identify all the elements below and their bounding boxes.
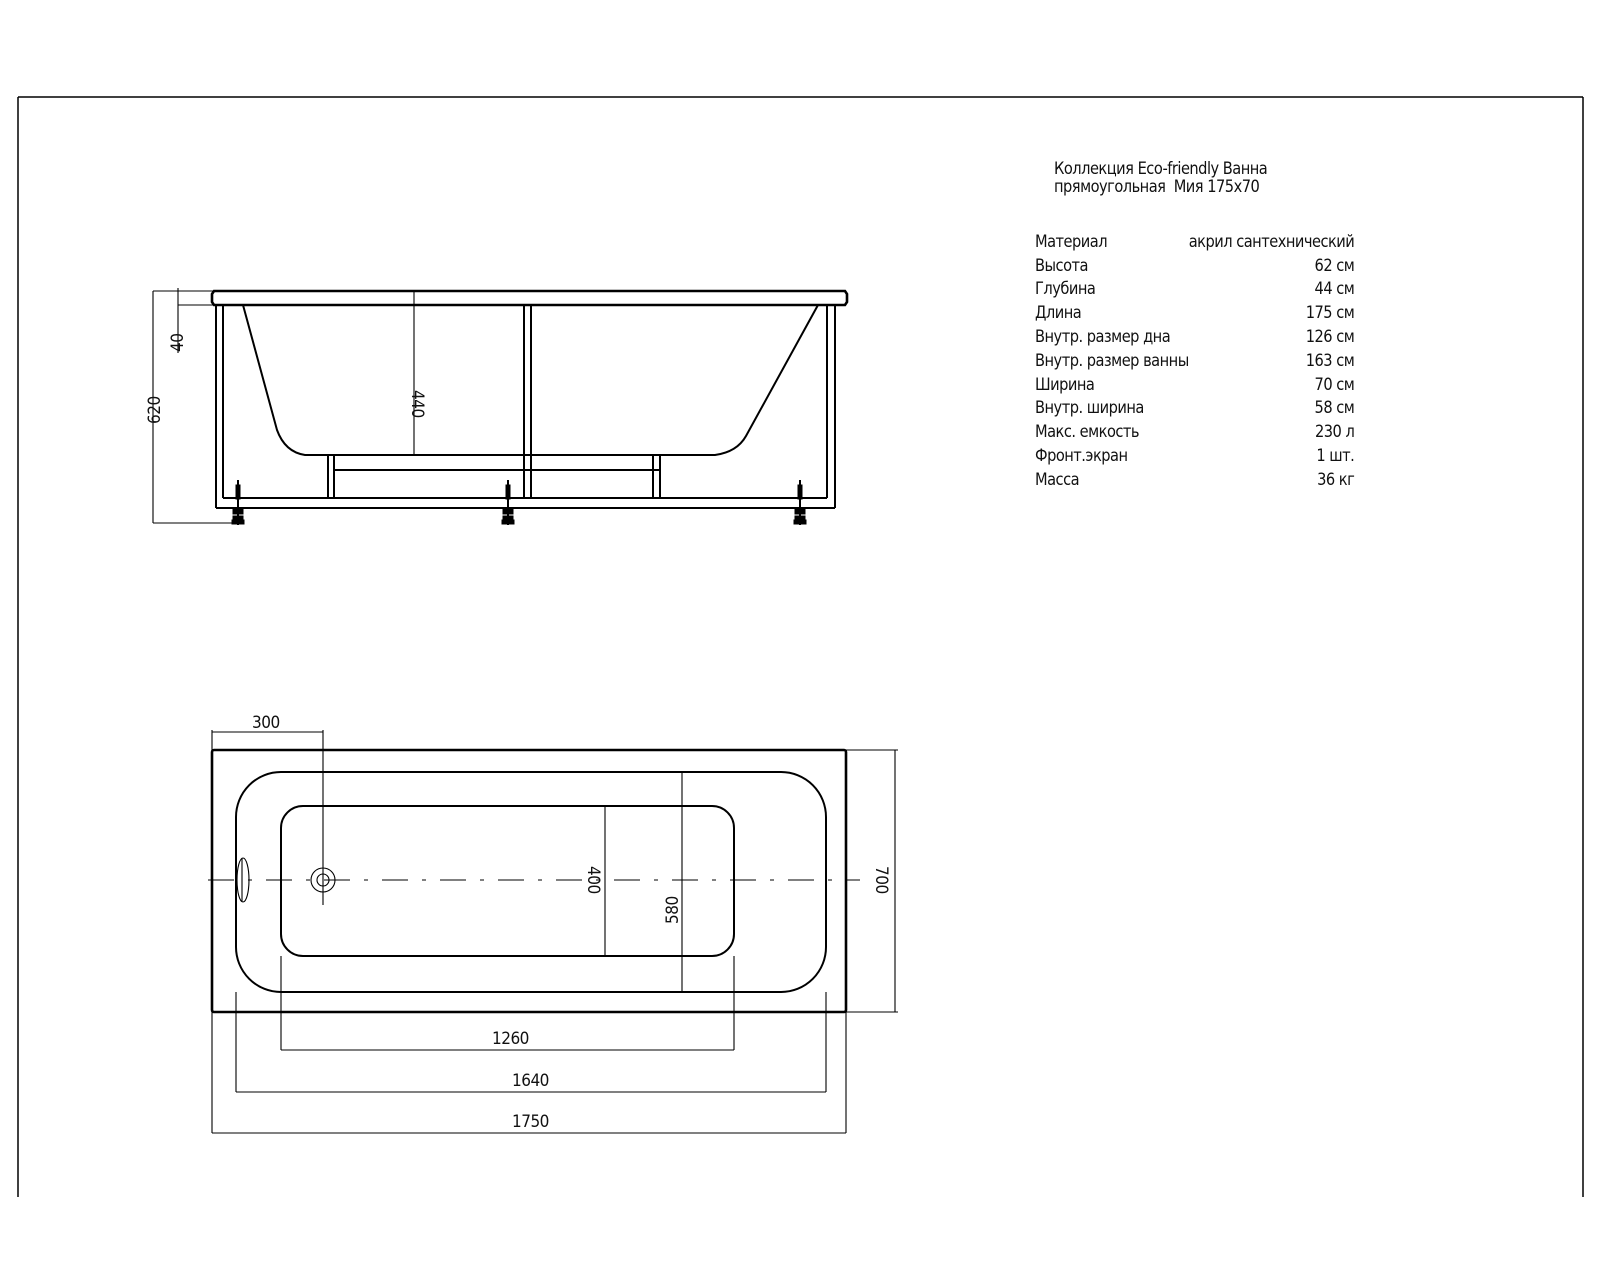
spec-row-front-panel: Фронт.экран 1 шт. (1035, 444, 1355, 468)
spec-label: Масса (1035, 469, 1080, 490)
drawing-frame (17, 96, 1584, 1197)
spec-label: Глубина (1035, 279, 1096, 300)
adjustable-foot-center (501, 480, 515, 525)
dim-rim-height: 40 (168, 334, 188, 352)
top-view-plan: 300 400 580 700 1260 1640 1750 (208, 713, 898, 1134)
dim-inner-width: 580 (663, 896, 683, 924)
dim-bottom-width: 400 (583, 866, 603, 894)
spec-label: Ширина (1035, 374, 1095, 395)
adjustable-foot-left (231, 480, 245, 525)
spec-row-max-capacity: Макс. емкость 230 л (1035, 420, 1355, 444)
spec-value: 163 см (1305, 350, 1355, 371)
dim-inner-length: 1640 (512, 1071, 549, 1091)
spec-label: Материал (1035, 231, 1108, 252)
spec-label: Высота (1035, 255, 1088, 276)
spec-row-length: Длина 175 см (1035, 301, 1355, 325)
spec-row-inner-bottom-size: Внутр. размер дна 126 см (1035, 325, 1355, 349)
adjustable-foot-right (793, 480, 807, 525)
spec-label: Длина (1035, 303, 1082, 324)
dim-outer-width: 700 (871, 866, 891, 894)
dim-outer-length: 1750 (512, 1112, 549, 1132)
spec-row-material: Материал акрил сантехнический (1035, 230, 1355, 254)
dim-depth: 440 (407, 390, 427, 418)
spec-value: 58 см (1314, 398, 1355, 419)
spec-row-weight: Масса 36 кг (1035, 468, 1355, 492)
spec-label: Внутр. ширина (1035, 398, 1144, 419)
side-view-elevation: 620 40 440 (145, 288, 849, 525)
spec-label: Фронт.экран (1035, 446, 1128, 467)
dim-drain-offset: 300 (252, 713, 280, 733)
spec-row-inner-width: Внутр. ширина 58 см (1035, 397, 1355, 421)
spec-value: 230 л (1314, 422, 1355, 443)
spec-row-height: Высота 62 см (1035, 254, 1355, 278)
spec-table: Материал акрил сантехнический Высота 62 … (1035, 230, 1355, 492)
spec-value: 62 см (1314, 255, 1355, 276)
spec-value: акрил сантехнический (1188, 231, 1355, 252)
spec-row-depth: Глубина 44 см (1035, 278, 1355, 302)
spec-row-width: Ширина 70 см (1035, 373, 1355, 397)
spec-value: 1 шт. (1316, 446, 1355, 467)
spec-value: 36 кг (1317, 469, 1355, 490)
product-title-line-1: Коллекция Eco-friendly Ванна (1054, 159, 1268, 179)
overflow-icon (236, 857, 250, 903)
spec-value: 70 см (1314, 374, 1355, 395)
spec-row-inner-tub-size: Внутр. размер ванны 163 см (1035, 349, 1355, 373)
spec-value: 175 см (1305, 303, 1355, 324)
product-title-block: Коллекция Eco-friendly Ванна прямоугольн… (1054, 159, 1268, 197)
spec-value: 126 см (1305, 327, 1355, 348)
dim-total-height: 620 (145, 396, 165, 424)
spec-label: Внутр. размер дна (1035, 327, 1171, 348)
product-title-line-2: прямоугольная Мия 175x70 (1054, 177, 1260, 197)
spec-label: Макс. емкость (1035, 422, 1140, 443)
spec-value: 44 см (1314, 279, 1355, 300)
dim-bottom-length: 1260 (492, 1029, 529, 1049)
spec-label: Внутр. размер ванны (1035, 350, 1189, 371)
